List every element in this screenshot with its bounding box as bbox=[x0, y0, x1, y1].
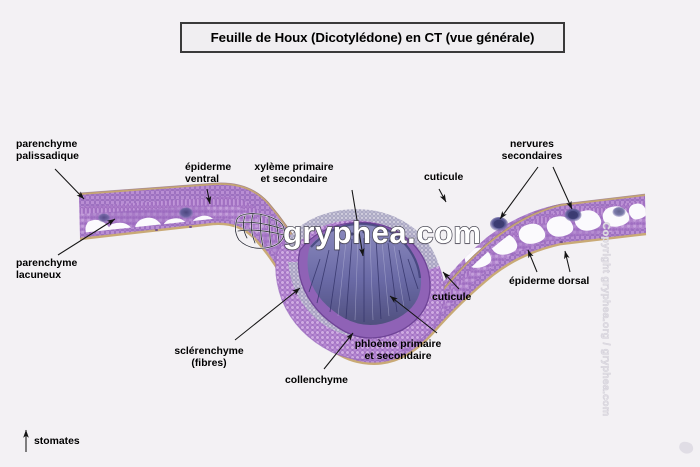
label-collenchyme: collenchyme bbox=[285, 375, 348, 386]
watermark-shell-icon bbox=[679, 441, 694, 454]
label-parenchyme-palissadique: parenchyme palissadique bbox=[16, 139, 79, 163]
label-parenchyme-lacuneux: parenchyme lacuneux bbox=[16, 258, 78, 282]
label-phloeme-primaire-et-secondaire: phloème primaire et secondaire bbox=[354, 339, 442, 363]
watermark-gryphea: gryphea.com bbox=[282, 214, 482, 250]
page-title: Feuille de Houx (Dicotylédone) en CT (vu… bbox=[210, 30, 535, 45]
label-nervures-secondaires: nervures secondaires bbox=[501, 139, 563, 163]
label-epiderme-ventral: épiderme ventral bbox=[185, 162, 232, 186]
label-stomates: stomates bbox=[34, 436, 80, 447]
label-cuticule-dorsale: cuticule bbox=[432, 292, 472, 303]
label-sclerenchyme-fibres: sclérenchyme (fibres) bbox=[174, 346, 244, 370]
watermark-copyright: Copyright gryphea.org / gryphea.com bbox=[600, 222, 613, 417]
label-epiderme-dorsal: épiderme dorsal bbox=[509, 276, 590, 287]
label-xyleme-primaire-et-secondaire: xylème primaire et secondaire bbox=[254, 162, 334, 186]
diagram-title-box: Feuille de Houx (Dicotylédone) en CT (vu… bbox=[180, 22, 565, 53]
gryphea-shell-logo bbox=[234, 212, 286, 250]
label-cuticule-ventrale: cuticule bbox=[424, 172, 464, 183]
